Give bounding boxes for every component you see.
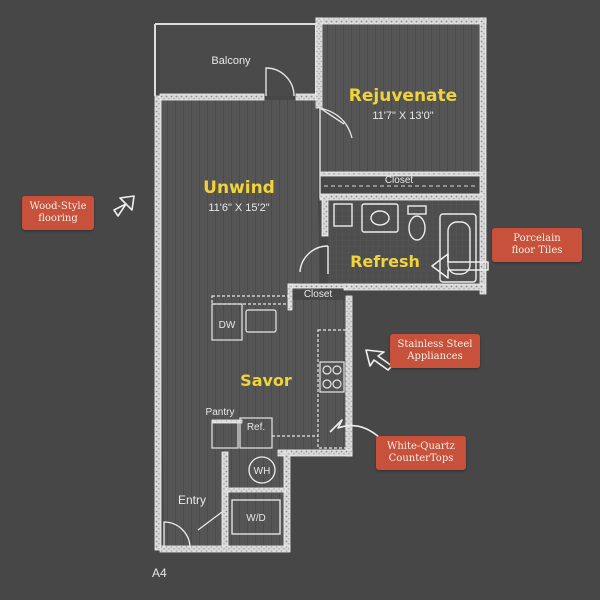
bath-name: Refresh bbox=[350, 252, 420, 271]
callout-flooring: Wood-Style flooring bbox=[22, 196, 94, 230]
pantry-box bbox=[211, 421, 239, 449]
callout-appliances: Stainless Steel Appliances bbox=[390, 334, 480, 368]
callout-appliances-line-2: Appliances bbox=[407, 351, 463, 362]
refrigerator-label: Ref. bbox=[247, 422, 265, 433]
tiles-arrow bbox=[431, 253, 489, 279]
range bbox=[319, 361, 345, 393]
bedroom-door bbox=[319, 107, 353, 198]
flooring-arrow bbox=[113, 195, 135, 217]
bedroom-name: Rejuvenate bbox=[349, 86, 457, 106]
closet-hall-label: Closet bbox=[304, 289, 333, 300]
closet-bedroom-label: Closet bbox=[385, 175, 414, 186]
floor-areas bbox=[160, 24, 480, 548]
callout-appliances-line-1: Stainless Steel bbox=[397, 339, 473, 350]
dishwasher-label: DW bbox=[219, 320, 236, 331]
entry-door bbox=[163, 521, 191, 549]
living-floor bbox=[160, 100, 348, 548]
bathtub bbox=[439, 213, 477, 283]
plan-labels: Balcony Rejuvenate 11'7" X 13'0" Closet … bbox=[178, 55, 457, 524]
washer-dryer-box bbox=[231, 499, 281, 535]
counter-left bbox=[211, 303, 243, 341]
fridge-box bbox=[239, 417, 273, 449]
washer-dryer-label: W/D bbox=[246, 513, 265, 524]
callout-arrows bbox=[113, 195, 489, 439]
countertops-arrow bbox=[329, 419, 381, 439]
living-dimensions: 11'6" X 15'2" bbox=[208, 202, 269, 214]
water-heater-label: WH bbox=[254, 466, 271, 477]
utility bbox=[163, 456, 281, 549]
bath-fixtures bbox=[299, 203, 477, 283]
entry-label: Entry bbox=[178, 493, 206, 507]
callout-countertops-line-1: White-Quartz bbox=[387, 441, 455, 452]
living-name: Unwind bbox=[203, 178, 275, 198]
kitchen-name: Savor bbox=[240, 371, 292, 390]
callout-tiles-line-1: Porcelain bbox=[513, 233, 561, 244]
bath-door bbox=[299, 245, 329, 274]
toilet-tank bbox=[407, 205, 427, 215]
balcony-door bbox=[265, 67, 295, 97]
bedroom-dimensions: 11'7" X 13'0" bbox=[372, 110, 433, 122]
linen bbox=[333, 203, 353, 227]
counter-top bbox=[211, 295, 291, 305]
kitchen-sink bbox=[245, 309, 277, 333]
callout-tiles-line-2: floor Tiles bbox=[511, 245, 563, 256]
callout-countertops: White-Quartz CounterTops bbox=[376, 436, 466, 470]
walls bbox=[154, 17, 487, 553]
callout-countertops-line-2: CounterTops bbox=[388, 453, 454, 464]
vanity bbox=[361, 203, 399, 233]
pantry-label: Pantry bbox=[206, 407, 235, 418]
balcony-floor bbox=[160, 24, 316, 96]
counter-right bbox=[317, 329, 347, 449]
sink bbox=[370, 210, 390, 226]
callout-flooring-line-2: flooring bbox=[38, 213, 78, 224]
balcony-label: Balcony bbox=[211, 55, 251, 67]
callout-tiles: Porcelain floor Tiles bbox=[492, 228, 582, 262]
appliances-arrow bbox=[365, 349, 393, 371]
bedroom-floor bbox=[320, 24, 480, 174]
water-heater-circle bbox=[248, 456, 276, 484]
toilet-bowl bbox=[408, 215, 426, 241]
callout-flooring-line-1: Wood-Style bbox=[29, 201, 87, 212]
kitchen bbox=[211, 295, 347, 449]
plan-code: A4 bbox=[152, 566, 167, 580]
